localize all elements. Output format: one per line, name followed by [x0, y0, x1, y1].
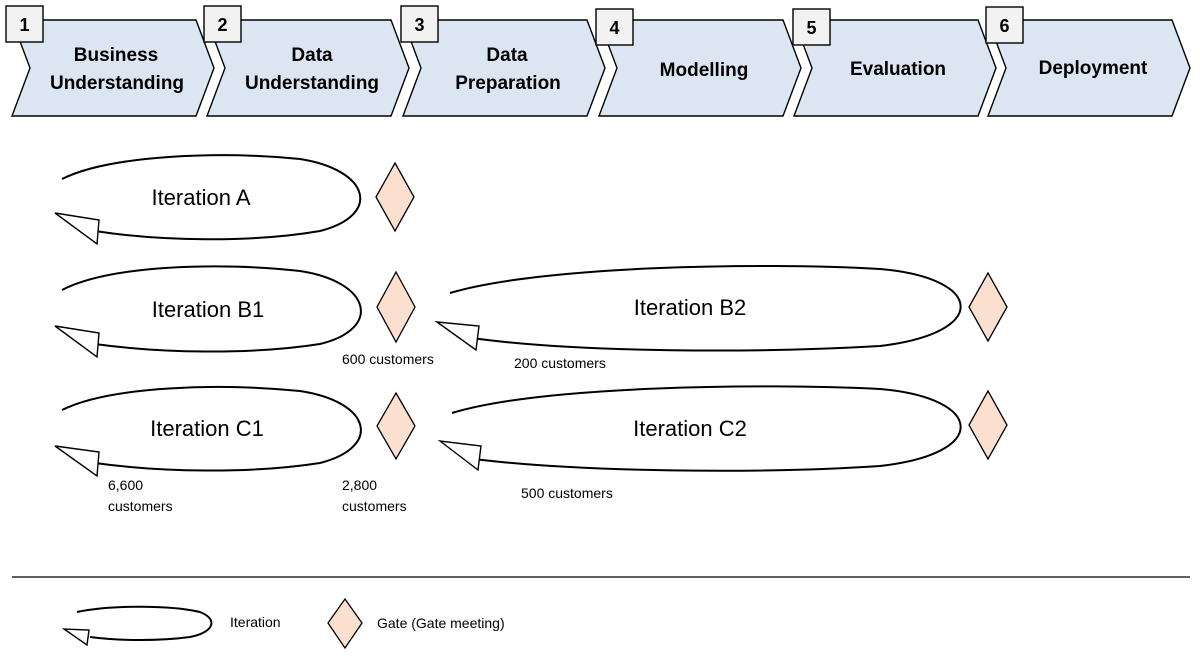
step-1-label-line2: Understanding	[50, 73, 184, 94]
iteration-c2-customer-count: 500 customers	[521, 485, 613, 501]
iteration-c2-loop	[451, 385, 962, 472]
step-3-number-box	[400, 5, 439, 43]
step-6-label: Deployment	[1039, 58, 1148, 79]
step-1-label-line1: Business	[74, 45, 158, 66]
iteration-b1-arrowhead	[54, 325, 100, 359]
process-steps: 1 Business Understanding 2 Data Understa…	[5, 5, 1191, 117]
legend-iteration-arrowhead	[61, 628, 90, 647]
iteration-c1-customer-count-line1: 6,600	[108, 477, 143, 493]
step-2-number-box	[203, 5, 242, 43]
gate-c-customer-count-line1: 2,800	[342, 477, 377, 493]
iteration-c: Iteration C1 6,600 customers 2,800 custo…	[54, 385, 1008, 514]
step-5-number: 5	[806, 18, 816, 38]
step-data-understanding: 2 Data Understanding	[203, 5, 410, 117]
step-5-chevron	[792, 19, 997, 117]
iteration-b1-label: Iteration B1	[152, 297, 265, 322]
step-6-number: 6	[999, 16, 1009, 36]
step-1-number-box	[5, 5, 44, 43]
gate-diamond	[376, 270, 416, 344]
step-deployment: 6 Deployment	[985, 6, 1191, 117]
iteration-b: Iteration B1 600 customers Iteration B2 …	[54, 264, 1008, 371]
step-business-understanding: 1 Business Understanding	[5, 5, 215, 117]
iteration-b2-customer-count: 200 customers	[514, 355, 606, 371]
step-2-chevron	[205, 19, 410, 117]
iteration-a-label: Iteration A	[151, 185, 250, 210]
gate-diamond	[375, 161, 415, 233]
iteration-b1-loop	[61, 265, 362, 353]
step-3-label-line1: Data	[486, 45, 528, 66]
iteration-c2-label: Iteration C2	[633, 416, 747, 441]
iteration-c2-arrowhead	[437, 439, 482, 472]
step-1-chevron	[10, 19, 215, 117]
legend: Iteration Gate (Gate meeting)	[61, 597, 505, 650]
gate-c-customer-count-line2: customers	[342, 498, 407, 514]
legend-iteration-loop	[76, 605, 213, 641]
iteration-b2-arrowhead	[434, 321, 480, 352]
step-4-chevron	[597, 19, 802, 117]
iteration-b1-customer-count: 600 customers	[342, 351, 434, 367]
step-1-number: 1	[19, 15, 29, 35]
step-6-chevron	[986, 19, 1191, 117]
iteration-a: Iteration A	[54, 154, 415, 246]
step-3-chevron	[401, 19, 606, 117]
gate-diamond	[376, 391, 416, 461]
step-3-number: 3	[414, 15, 424, 35]
legend-gate-diamond	[327, 597, 363, 650]
iteration-c1-customer-count-line2: customers	[108, 498, 173, 514]
step-4-number: 4	[609, 18, 619, 38]
iteration-b2-loop	[449, 264, 962, 352]
gate-diamond	[968, 389, 1008, 461]
step-2-number: 2	[217, 15, 227, 35]
iteration-c1-label: Iteration C1	[150, 416, 264, 441]
step-modelling: 4 Modelling	[595, 8, 802, 117]
step-evaluation: 5 Evaluation	[792, 8, 997, 117]
step-5-number-box	[792, 8, 831, 46]
step-5-label: Evaluation	[850, 59, 946, 80]
legend-gate-label: Gate (Gate meeting)	[377, 615, 505, 631]
iteration-a-loop	[61, 154, 362, 241]
step-2-label-line2: Understanding	[245, 73, 379, 94]
step-data-preparation: 3 Data Preparation	[400, 5, 606, 117]
iteration-c1-loop	[61, 386, 362, 472]
gate-diamond	[968, 271, 1008, 343]
step-2-label-line1: Data	[291, 45, 333, 66]
step-6-number-box	[985, 6, 1024, 44]
step-4-number-box	[595, 8, 634, 46]
iteration-c1-arrowhead	[54, 445, 100, 478]
step-3-label-line2: Preparation	[455, 73, 561, 94]
iteration-b2-label: Iteration B2	[634, 295, 747, 320]
legend-iteration-label: Iteration	[230, 614, 281, 630]
iteration-a-arrowhead	[54, 212, 100, 246]
step-4-label: Modelling	[660, 60, 749, 81]
